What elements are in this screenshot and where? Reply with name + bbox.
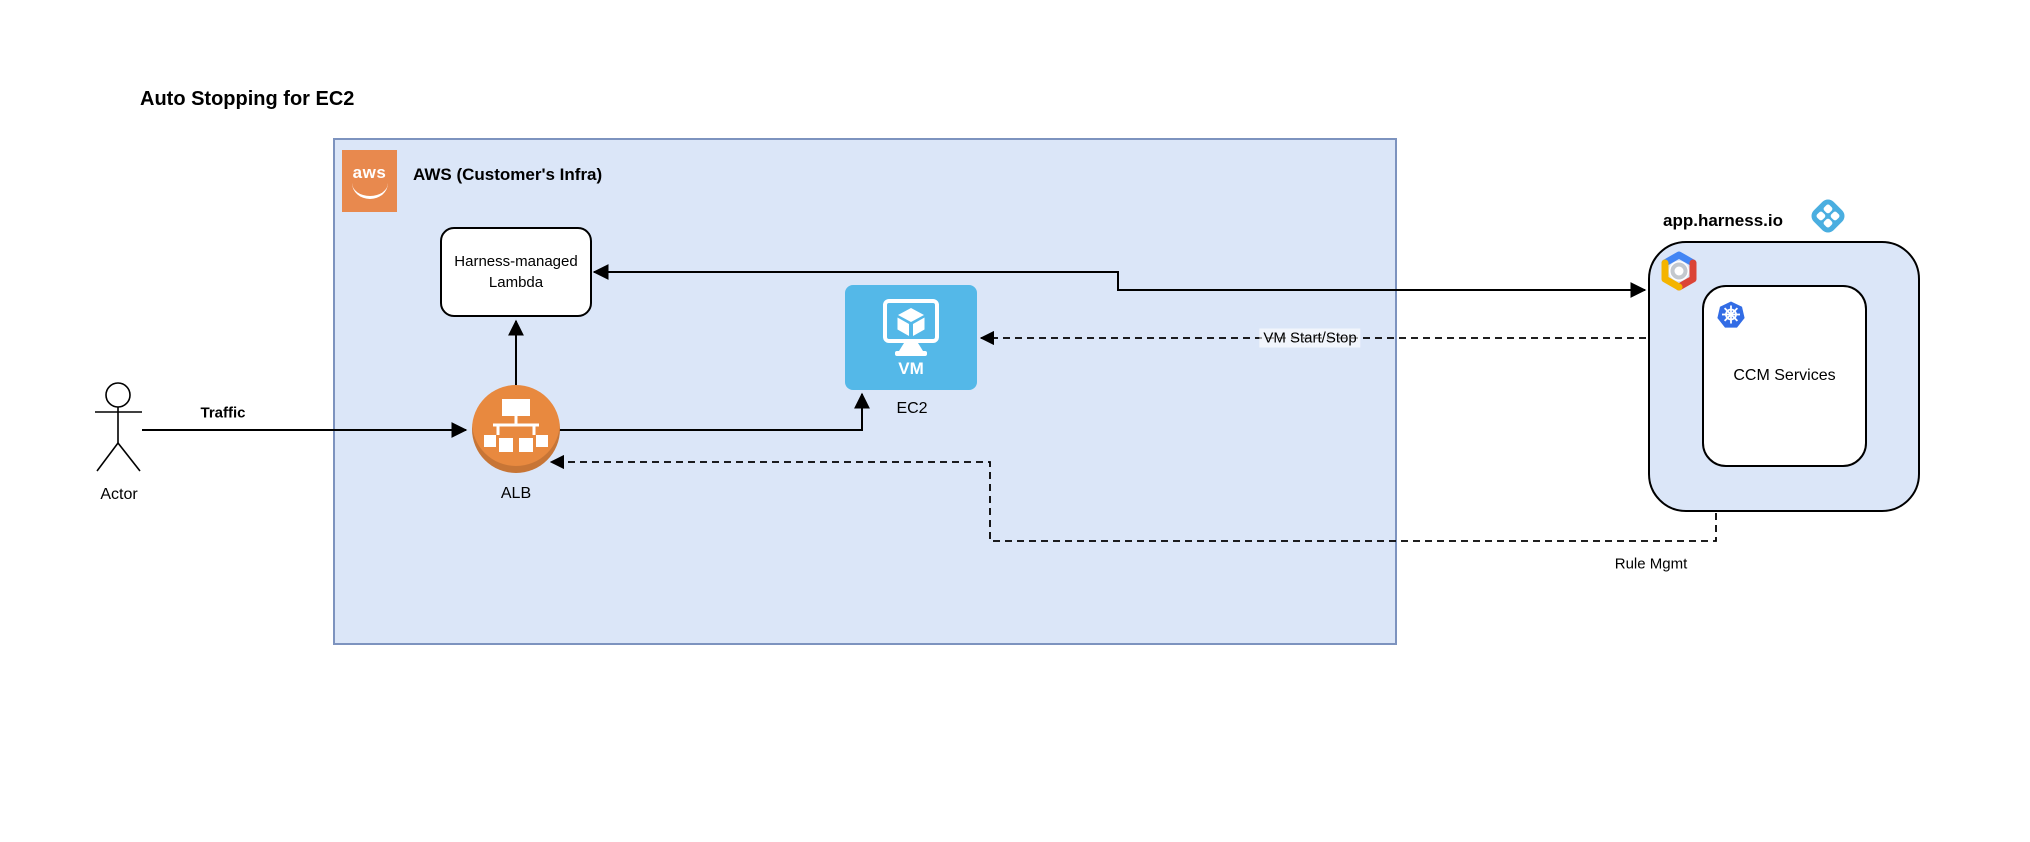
lambda-label: Harness-managed Lambda (454, 253, 578, 291)
alb-label: ALB (500, 485, 532, 502)
rule-mgmt-edge-label: Rule Mgmt (1614, 555, 1688, 573)
diagram-title: Auto Stopping for EC2 (140, 88, 355, 110)
load-balancer-icon (484, 399, 548, 452)
kubernetes-icon (1717, 301, 1745, 328)
node-ccm-services: CCM Services (1702, 285, 1867, 467)
vm-start-stop-edge-label: VM Start/Stop (1259, 328, 1361, 348)
actor-icon (95, 382, 142, 472)
gcp-logo-icon (1661, 251, 1697, 291)
harness-group-label: app.harness.io (1663, 211, 1783, 230)
aws-logo-icon: aws (342, 150, 397, 212)
aws-smile-icon (351, 183, 388, 199)
traffic-edge-label: Traffic (200, 404, 246, 422)
vm-icon-label: VM (898, 359, 924, 378)
node-lambda: Harness-managed Lambda (440, 227, 592, 317)
vm-monitor-icon (883, 299, 939, 356)
aws-logo-text: aws (352, 162, 387, 182)
ccm-services-label: CCM Services (1733, 367, 1836, 384)
harness-logo-icon (1811, 199, 1845, 233)
aws-group-label: AWS (Customer's Infra) (413, 165, 603, 184)
ec2-label: EC2 (896, 400, 928, 417)
actor-label: Actor (100, 486, 138, 503)
